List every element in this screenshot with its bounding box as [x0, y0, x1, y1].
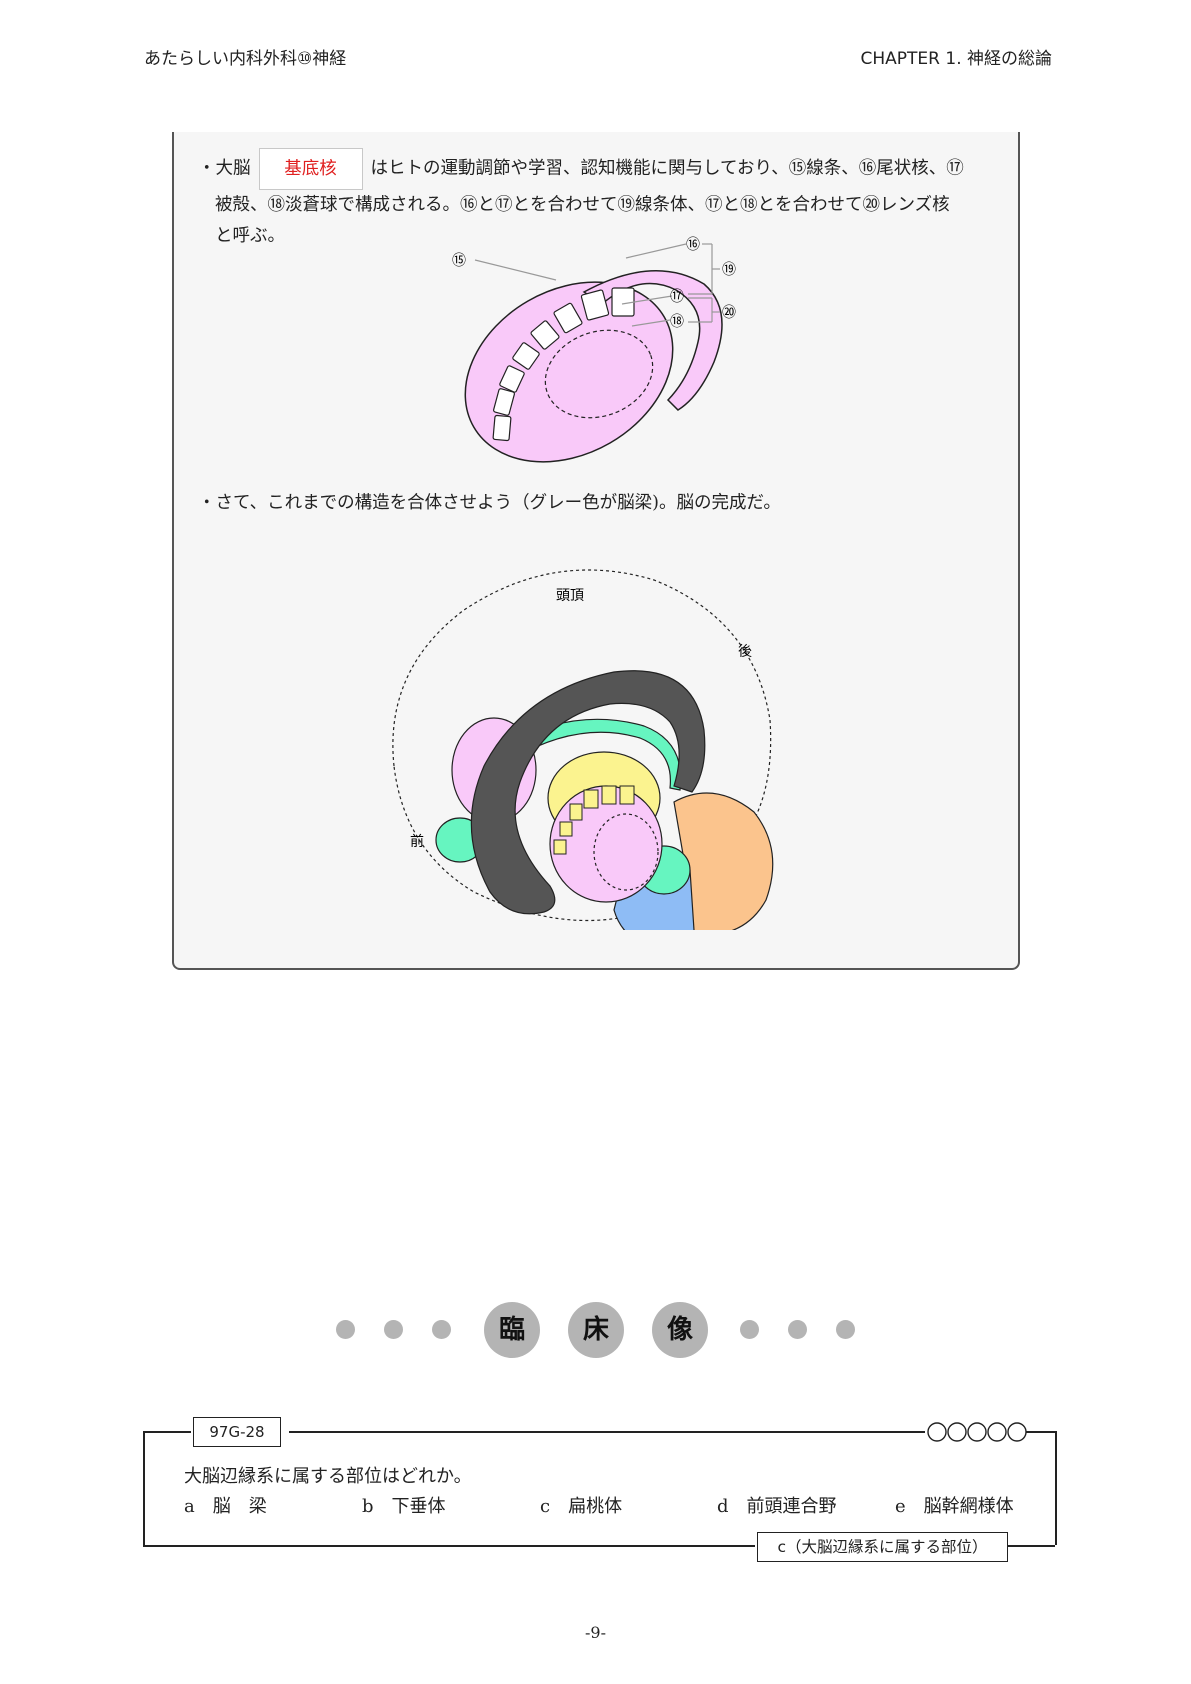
caudate-tail: [582, 270, 723, 411]
question-text: 大脳辺縁系に属する部位はどれか。: [184, 1466, 472, 1487]
qbox-top-left-line: [143, 1431, 191, 1433]
option-d[interactable]: d 前頭連合野: [717, 1492, 837, 1518]
bullet-combined-brain: ・さて、これまでの構造を合体させよう（グレー色が脳梁)。脳の完成だ。: [198, 493, 781, 513]
label-16: ⑯: [686, 237, 700, 253]
striation-blocks: [492, 287, 635, 442]
bullet-basal-ganglia: ・大脳基底核はヒトの運動調節や学習、認知機能に関与しており、⑮線条、⑯尾状核、⑰…: [198, 148, 998, 252]
option-label: 脳 梁: [212, 1496, 267, 1517]
option-label: 下垂体: [391, 1496, 446, 1517]
question-box: [143, 1431, 1057, 1545]
combined-brain-diagram: 頭頂 後 前: [392, 569, 774, 930]
clinical-char-2: 床: [568, 1302, 624, 1358]
option-key: b: [362, 1496, 374, 1517]
label-front: 前: [410, 833, 424, 850]
chapter-title: CHAPTER 1. 神経の総論: [860, 49, 1053, 69]
lentiform-body: [464, 281, 674, 463]
answer-blank[interactable]: 基底核: [258, 148, 363, 190]
dot-left-3: [432, 1320, 451, 1339]
bullet1-line3: と呼ぶ。: [215, 226, 285, 246]
label-15: ⑮: [452, 253, 466, 269]
option-label: 前頭連合野: [746, 1496, 837, 1517]
option-key: c: [540, 1496, 551, 1517]
content-panel: ・大脳基底核はヒトの運動調節や学習、認知機能に関与しており、⑮線条、⑯尾状核、⑰…: [172, 132, 1020, 970]
option-c[interactable]: c 扁桃体: [540, 1492, 622, 1518]
inner-dashed: [593, 813, 659, 891]
dot-left-1: [336, 1320, 355, 1339]
corpus-callosum: [470, 670, 706, 915]
dot-right-2: [788, 1320, 807, 1339]
bullet1-line2: 被殻、⑱淡蒼球で構成される。⑯と⑰とを合わせて⑲線条体、⑰と⑱とを合わせて⑳レン…: [215, 195, 950, 215]
fornix: [503, 718, 682, 791]
label-top: 頭頂: [556, 588, 584, 604]
page-number: -9-: [585, 1623, 606, 1642]
qbox-top-mid-line: [289, 1431, 925, 1433]
option-label: 扁桃体: [568, 1496, 623, 1517]
dot-left-2: [384, 1320, 403, 1339]
striation-blocks-2: [553, 785, 635, 855]
label-20: ⑳: [722, 305, 736, 321]
book-title: あたらしい内科外科⑩神経: [144, 49, 347, 69]
clinical-char-1: 臨: [484, 1302, 540, 1358]
bullet1-line1: はヒトの運動調節や学習、認知機能に関与しており、⑮線条、⑯尾状核、⑰: [370, 158, 964, 179]
dot-right-3: [836, 1320, 855, 1339]
qbox-bottom-left-line: [143, 1545, 755, 1547]
dot-right-1: [740, 1320, 759, 1339]
globus-pallidus: [544, 329, 654, 419]
option-key: d: [717, 1496, 729, 1517]
qbox-top-right-line: [1024, 1431, 1055, 1433]
answer-box: c（大脳辺縁系に属する部位）: [757, 1532, 1008, 1562]
bullet1-prefix: ・大脳: [198, 158, 251, 179]
leader-lines: [474, 243, 720, 327]
option-label: 脳幹網様体: [923, 1496, 1014, 1517]
basal-ganglia-diagram: ⑮ ⑯ ⑲ ⑰ ⑳ ⑱: [452, 237, 736, 463]
option-a[interactable]: a 脳 梁: [184, 1492, 267, 1518]
qbox-bottom-right-line: [1008, 1545, 1055, 1547]
clinical-char-3: 像: [652, 1302, 708, 1358]
option-b[interactable]: b 下垂体: [362, 1492, 446, 1518]
cerebellum: [673, 792, 774, 930]
option-key: e: [895, 1496, 906, 1517]
label-17: ⑰: [670, 289, 684, 305]
option-key: a: [184, 1496, 195, 1517]
label-18: ⑱: [670, 314, 684, 330]
label-back: 後: [738, 644, 752, 660]
label-19: ⑲: [722, 262, 736, 278]
clinical-image-banner: 臨 床 像: [0, 1300, 1191, 1360]
head-outline: [392, 569, 772, 922]
check-circles[interactable]: [927, 1422, 1027, 1442]
question-id: 97G-28: [193, 1417, 281, 1447]
option-e[interactable]: e 脳幹網様体: [895, 1492, 1014, 1518]
